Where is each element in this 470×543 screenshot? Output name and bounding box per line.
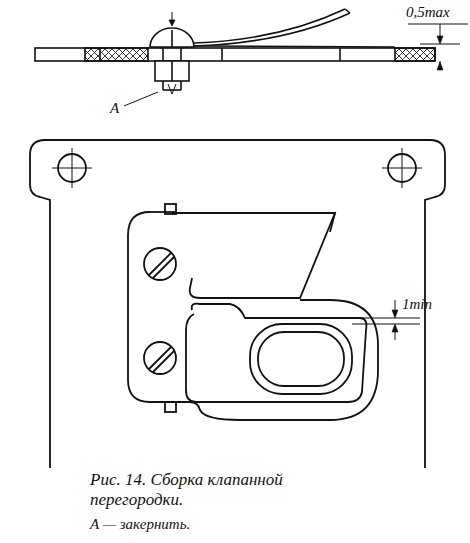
section-view	[35, 9, 468, 106]
callout-letter: A	[110, 100, 119, 117]
dimension-text: 0,5max	[406, 4, 450, 21]
plan-view	[30, 140, 445, 468]
note-text: A — закернить.	[90, 516, 190, 533]
dimension-text: 1min	[402, 296, 432, 313]
figure-caption: Рис. 14. Сборка клапанной перегородки.	[90, 470, 380, 509]
